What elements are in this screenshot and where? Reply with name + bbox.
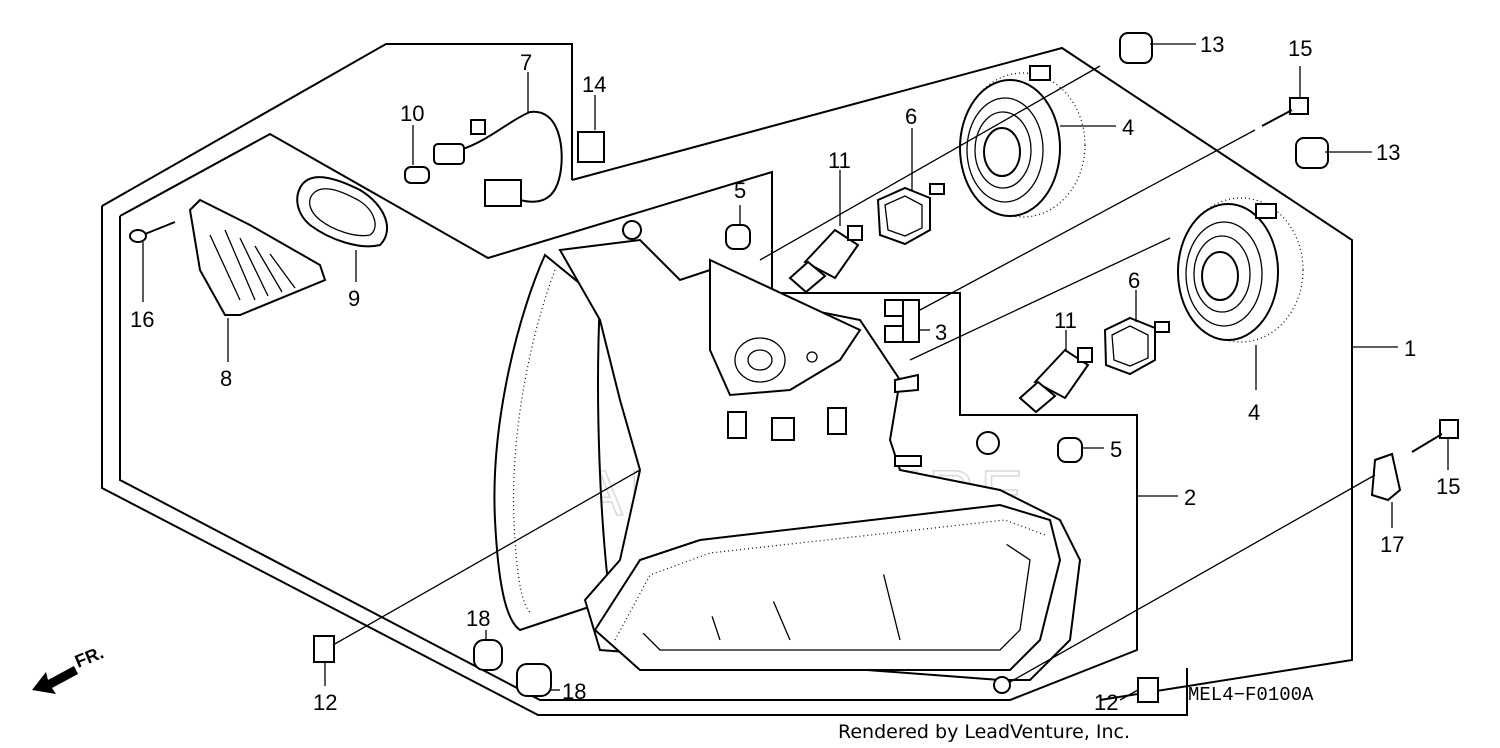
drawing-code: MEL4−F0100A xyxy=(1188,684,1314,706)
leader-lines xyxy=(142,43,1449,701)
position-light-harness xyxy=(433,110,563,207)
rubber-18-lower xyxy=(516,663,552,697)
callout-4: 4 xyxy=(1248,400,1260,425)
harness-clip xyxy=(577,131,605,163)
connector xyxy=(884,299,920,343)
callout-14: 14 xyxy=(582,72,606,97)
callout-8: 8 xyxy=(220,366,232,391)
callout-4: 4 xyxy=(1122,115,1134,140)
callout-11: 11 xyxy=(828,148,851,173)
callouts: 1 2 3 4 4 5 5 6 6 7 8 9 10 11 11 12 12 1… xyxy=(130,32,1460,715)
assembly-outlines xyxy=(101,43,1353,716)
bolt-15-upper xyxy=(1261,97,1309,127)
position-lens-gasket xyxy=(296,176,389,248)
bolt-15-lower xyxy=(1411,419,1459,453)
callout-17: 17 xyxy=(1380,532,1404,557)
dust-cover-upper xyxy=(959,65,1086,218)
rubber-18-upper xyxy=(473,639,503,671)
callout-11: 11 xyxy=(1054,308,1077,333)
dust-cover-lower xyxy=(1177,197,1304,343)
callout-18: 18 xyxy=(466,606,490,631)
callout-15: 15 xyxy=(1436,474,1460,499)
nut-12-left xyxy=(313,635,335,663)
callout-13: 13 xyxy=(1376,140,1400,165)
callout-18: 18 xyxy=(562,679,586,704)
callout-6: 6 xyxy=(1128,268,1140,293)
bulb-socket-lower xyxy=(1103,316,1170,376)
headlight-unit xyxy=(493,220,1082,694)
screw-16 xyxy=(129,221,176,243)
grommet-lower xyxy=(1295,137,1329,169)
position-bulb xyxy=(404,166,430,184)
front-direction-marker: FR. xyxy=(32,642,106,694)
position-lens xyxy=(188,198,327,316)
callout-3: 3 xyxy=(935,320,947,345)
callout-1: 1 xyxy=(1404,336,1416,361)
lens-seal xyxy=(512,269,556,613)
callout-16: 16 xyxy=(130,307,154,332)
callout-6: 6 xyxy=(905,104,917,129)
callout-12: 12 xyxy=(313,690,337,715)
callout-9: 9 xyxy=(348,286,360,311)
rubber-upper xyxy=(725,224,751,250)
credit-line: Rendered by LeadVenture, Inc. xyxy=(838,721,1130,743)
bulb-lower xyxy=(1018,347,1093,414)
bulb-socket-upper xyxy=(876,183,945,246)
callout-10: 10 xyxy=(400,101,424,126)
callout-7: 7 xyxy=(520,50,532,75)
front-arrow-icon xyxy=(32,666,78,694)
nut-12-right xyxy=(1137,677,1159,703)
stay-bracket xyxy=(1370,452,1402,502)
callout-15: 15 xyxy=(1288,36,1312,61)
grommet-upper xyxy=(1119,32,1153,64)
front-label: FR. xyxy=(72,642,106,671)
bulb-upper xyxy=(788,225,863,294)
headlight-lens-upper xyxy=(493,253,612,632)
callout-12: 12 xyxy=(1094,690,1118,715)
callout-5: 5 xyxy=(734,178,746,203)
callout-5: 5 xyxy=(1110,437,1122,462)
callout-13: 13 xyxy=(1200,32,1224,57)
callout-2: 2 xyxy=(1184,485,1196,510)
rubber-lower xyxy=(1057,437,1083,463)
